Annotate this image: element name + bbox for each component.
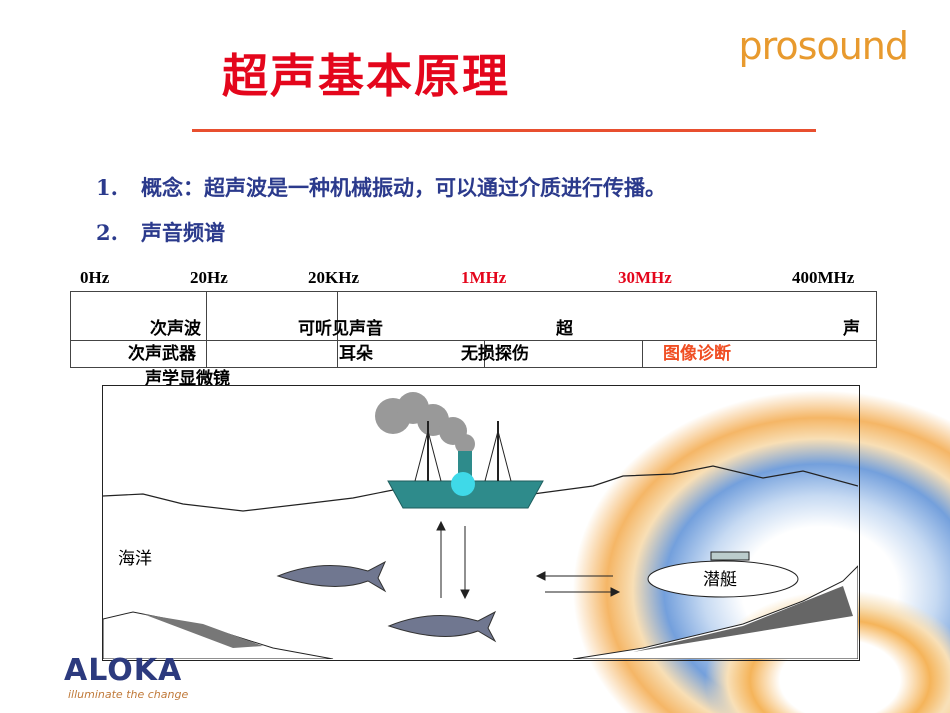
submarine-tower [710, 551, 750, 561]
submarine-icon [647, 560, 799, 598]
column-divider [337, 292, 338, 367]
diagnosis-label: 图像诊断 [663, 344, 731, 364]
slide-title: 超声基本原理 [222, 49, 510, 103]
submarine-label: 潜艇 [703, 570, 737, 590]
sonar-arrows [436, 520, 621, 600]
row-divider [71, 340, 876, 341]
smoke-cloud [375, 392, 475, 454]
item-1-text: 概念：超声波是一种机械振动，可以通过介质进行传播。 [141, 175, 666, 200]
ultrasound-label-a: 超 [556, 319, 573, 339]
ear-label: 耳朵 [339, 344, 373, 364]
ultrasound-label-b: 声 [843, 319, 860, 339]
acoustic-microscope-label: 声学显微镜 [145, 369, 230, 389]
infrasound-label: 次声波 [150, 319, 201, 339]
freq-label: 400MHz [792, 268, 855, 287]
column-divider [484, 340, 485, 367]
item-2-text: 声音频谱 [141, 220, 225, 245]
prosound-logo: prosound [738, 24, 909, 68]
audible-label: 可听见声音 [298, 319, 383, 339]
ship [387, 421, 544, 509]
title-underline [192, 129, 816, 132]
column-divider [206, 292, 207, 367]
shark-icon [276, 560, 387, 593]
ocean-label: 海洋 [118, 549, 152, 569]
freq-label: 20Hz [190, 268, 228, 287]
freq-label: 30MHz [618, 268, 672, 287]
freq-label: 1MHz [461, 268, 507, 287]
sonar-scene [102, 385, 860, 661]
item-1-number: 1. [96, 175, 118, 200]
freq-label: 20KHz [308, 268, 359, 287]
shark-icon [387, 610, 497, 643]
aloka-logo: ALOKA [64, 653, 183, 688]
item-2-number: 2. [96, 220, 118, 245]
infrasound-weapon-label: 次声武器 [128, 344, 196, 364]
freq-label: 0Hz [80, 268, 110, 287]
seabed-left-shade [143, 614, 263, 648]
seabed-right-shade [633, 586, 853, 652]
aloka-tagline: illuminate the change [68, 688, 189, 701]
ndt-label: 无损探伤 [461, 344, 529, 364]
column-divider [642, 340, 643, 367]
spectrum-table [70, 291, 877, 368]
scene-drawing [102, 392, 859, 660]
